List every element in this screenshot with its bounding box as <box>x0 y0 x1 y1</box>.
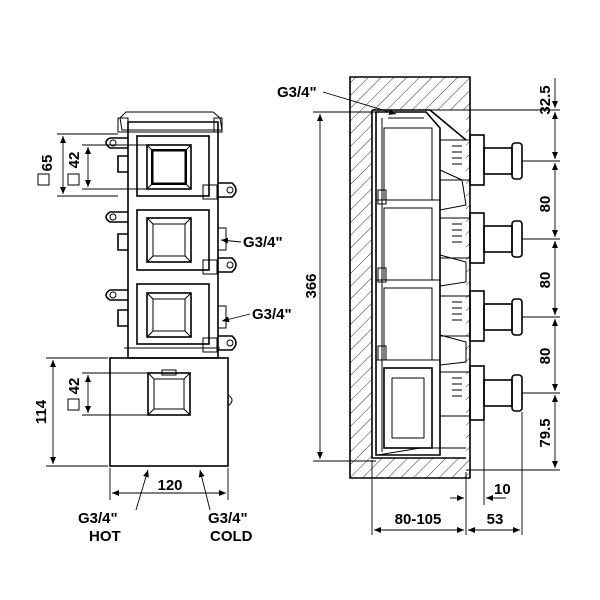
dim-53: 53 <box>487 511 504 528</box>
outlet-4 <box>439 365 523 421</box>
front-callouts: G3/4" G3/4" G3/4" HOT G3/4" COLD <box>78 234 292 545</box>
valve-body-outline <box>127 121 219 359</box>
side-dimensions: G3/4" 366 32.5 80 80 80 79.5 <box>277 78 560 535</box>
outlet-2 <box>439 212 523 264</box>
wall-section <box>350 77 470 478</box>
dim-114: 114 <box>33 399 50 424</box>
square-symbol-icon <box>151 149 187 185</box>
outlet-1 <box>439 134 523 186</box>
dim-366: 366 <box>303 273 320 298</box>
dim-65: 65 <box>39 155 56 172</box>
square-symbol-icon <box>67 173 80 186</box>
square-symbol-icon <box>37 173 50 186</box>
square-symbol-icon <box>67 398 80 411</box>
mounting-ears-right <box>117 117 237 353</box>
mounting-ears-left <box>105 137 128 327</box>
side-view: G3/4" 366 32.5 80 80 80 79.5 <box>277 76 560 535</box>
label-hot: HOT <box>89 528 121 545</box>
dim-80-105: 80-105 <box>395 511 442 528</box>
outlet-3 <box>439 290 523 342</box>
dim-10: 10 <box>494 481 511 498</box>
thread-label-middle: G3/4" <box>252 306 292 323</box>
side-valve-body <box>375 111 467 456</box>
dim-80-b: 80 <box>537 272 554 289</box>
valve-module-2 <box>136 209 210 271</box>
front-view: 65 42 42 114 120 <box>33 111 292 545</box>
label-cold: COLD <box>210 528 253 545</box>
thread-label-upper: G3/4" <box>243 234 283 251</box>
dim-32-5: 32.5 <box>537 85 554 114</box>
valve-module-3 <box>136 283 210 345</box>
dim-80-a: 80 <box>537 196 554 213</box>
thread-label-hot: G3/4" <box>78 510 118 527</box>
front-dimensions: 65 42 42 114 120 <box>33 133 229 500</box>
dim-79-5: 79.5 <box>537 418 554 447</box>
valve-module-1 <box>136 135 210 197</box>
thermostat-cover <box>109 357 233 467</box>
thread-label-cold: G3/4" <box>208 510 248 527</box>
dim-42-top: 42 <box>66 152 83 169</box>
thread-label-top: G3/4" <box>277 84 317 101</box>
dim-80-c: 80 <box>537 348 554 365</box>
dim-120: 120 <box>157 477 182 494</box>
dim-42-bottom: 42 <box>66 378 83 395</box>
